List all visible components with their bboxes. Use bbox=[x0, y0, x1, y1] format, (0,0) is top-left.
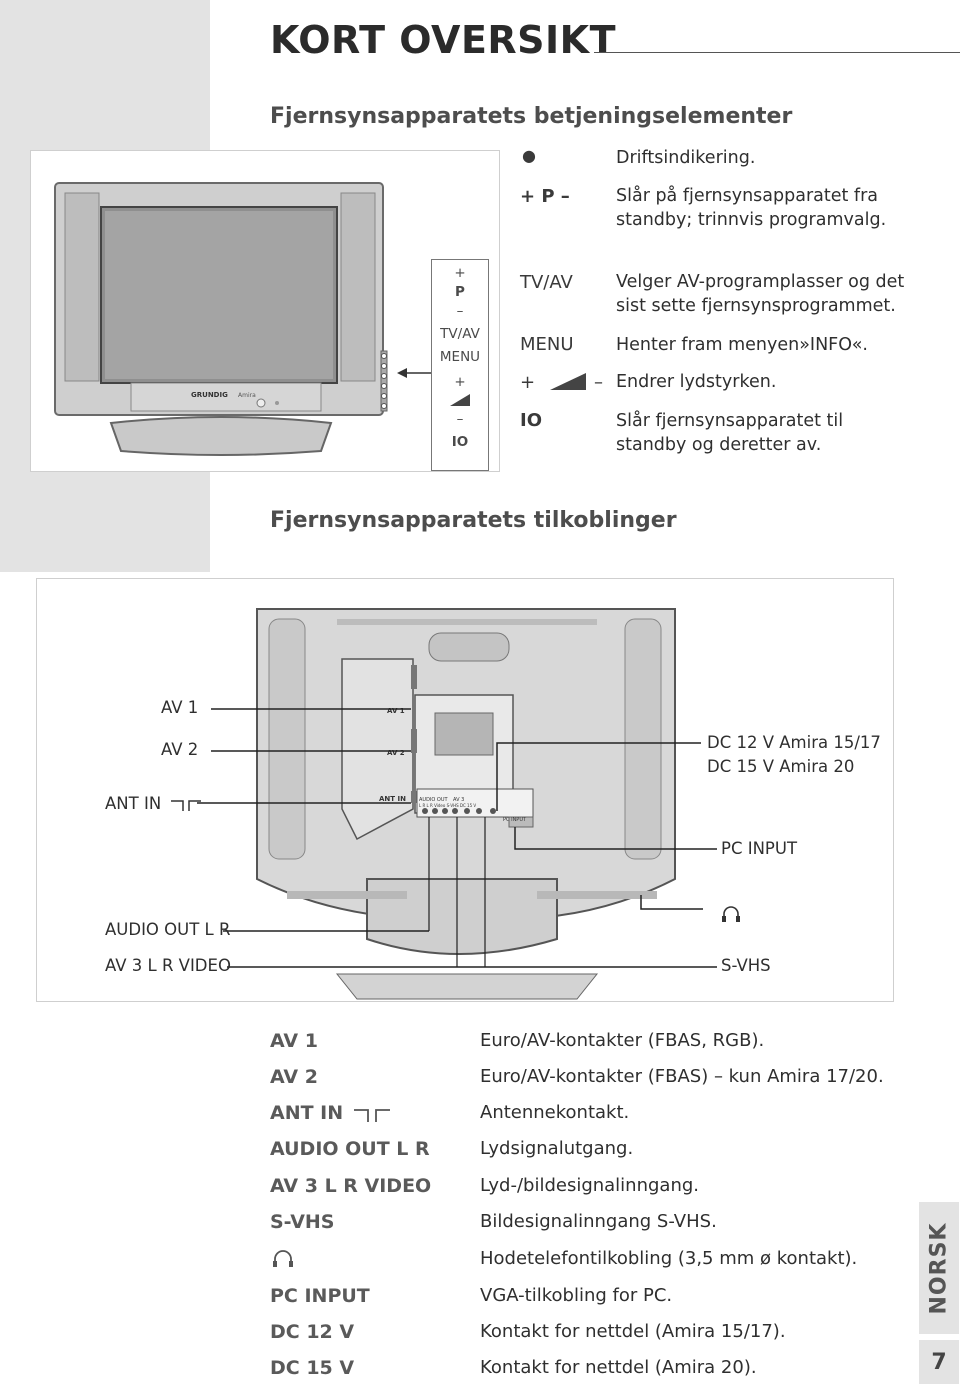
conn-val-av1: Euro/AV-kontakter (FBAS, RGB). bbox=[480, 1030, 765, 1051]
control-symbol-p: + P – bbox=[520, 186, 570, 207]
conn-val-av2: Euro/AV-kontakter (FBAS) – kun Amira 17/… bbox=[480, 1066, 884, 1087]
label-ant-in: ANT IN bbox=[105, 794, 162, 813]
panel-p: P bbox=[455, 284, 465, 300]
small-label-av3: AV 3 bbox=[453, 797, 464, 803]
control-symbol-volume-minus: – bbox=[594, 372, 603, 393]
panel-plus: + bbox=[454, 265, 466, 281]
small-label-pc-input: PC INPUT bbox=[503, 817, 527, 823]
panel-volume-icon bbox=[432, 392, 488, 410]
panel-io: IO bbox=[451, 434, 469, 450]
conn-val-dc12: Kontakt for nettdel (Amira 15/17). bbox=[480, 1321, 786, 1342]
small-label-audio-out: AUDIO OUT bbox=[419, 797, 449, 803]
tv-back-drawing: AV 1 AV 2 ANT IN AUDIO OUT AV 3 L R L R … bbox=[197, 608, 717, 1000]
language-tab-label: NORSK bbox=[926, 1222, 952, 1314]
small-label-ant-in: ANT IN bbox=[379, 795, 406, 803]
headphone-icon-list bbox=[272, 1249, 294, 1273]
conn-key-av2: AV 2 bbox=[270, 1066, 318, 1088]
volume-icon bbox=[548, 370, 588, 396]
conn-key-pc-input: PC INPUT bbox=[270, 1285, 370, 1307]
tv-model-text: Amira bbox=[238, 392, 256, 399]
control-symbol-volume-plus: + bbox=[520, 372, 536, 393]
label-av3: AV 3 L R VIDEO bbox=[105, 956, 231, 975]
page-number: 7 bbox=[919, 1340, 959, 1384]
label-pc-input: PC INPUT bbox=[721, 839, 798, 858]
label-svhs: S-VHS bbox=[721, 956, 771, 975]
side-button-panel: + P – TV/AV MENU + – IO bbox=[431, 259, 489, 471]
conn-key-ant-in: ANT IN bbox=[270, 1102, 344, 1124]
language-tab: NORSK bbox=[919, 1202, 959, 1334]
connections-diagram: AV 1 AV 2 ANT IN AUDIO OUT AV 3 L R L R … bbox=[36, 578, 894, 1002]
label-av1: AV 1 bbox=[161, 698, 199, 717]
tv-front-illustration: GRUNDIG Amira + P – TV/AV MENU + – IO bbox=[30, 150, 500, 472]
conn-val-svhs: Bildesignalinngang S-VHS. bbox=[480, 1211, 717, 1232]
control-desc-volume: Endrer lydstyrken. bbox=[616, 372, 777, 392]
label-audio-out: AUDIO OUT L R bbox=[105, 920, 231, 939]
control-desc-menu: Henter fram menyen»INFO«. bbox=[616, 335, 868, 355]
tv-front-drawing: GRUNDIG Amira bbox=[54, 182, 431, 456]
small-label-av2: AV 2 bbox=[387, 749, 405, 757]
conn-val-dc15: Kontakt for nettdel (Amira 20). bbox=[480, 1357, 757, 1378]
conn-val-audio-out: Lydsignalutgang. bbox=[480, 1138, 634, 1159]
control-desc-tvav: Velger AV-programplasser og det sist set… bbox=[616, 272, 905, 316]
conn-key-av3: AV 3 L R VIDEO bbox=[270, 1175, 432, 1197]
conn-key-dc15: DC 15 V bbox=[270, 1357, 355, 1379]
headphone-icon-diagram bbox=[721, 905, 741, 927]
panel-tvav: TV/AV bbox=[440, 326, 480, 342]
label-dc12: DC 12 V Amira 15/17 bbox=[707, 733, 881, 752]
control-symbol-menu: MENU bbox=[520, 334, 574, 355]
conn-key-av1: AV 1 bbox=[270, 1030, 318, 1052]
panel-minus: – bbox=[456, 303, 464, 319]
title-rule bbox=[594, 52, 960, 53]
control-symbol-tvav: TV/AV bbox=[520, 272, 573, 293]
conn-val-ant-in: Antennekontakt. bbox=[480, 1102, 630, 1123]
control-desc-p: Slår på fjernsynsapparatet fra standby; … bbox=[616, 186, 887, 230]
page-title: KORT OVERSIKT bbox=[270, 18, 617, 62]
control-desc-io: Slår fjernsynsapparatet til standby og d… bbox=[616, 411, 844, 455]
conn-val-pc-input: VGA-tilkobling for PC. bbox=[480, 1285, 673, 1306]
conn-val-headphone: Hodetelefontilkobling (3,5 mm ø kontakt)… bbox=[480, 1248, 858, 1269]
antenna-icon bbox=[169, 795, 203, 817]
label-av2: AV 2 bbox=[161, 740, 199, 759]
control-symbol-io: IO bbox=[520, 410, 542, 431]
panel-minus2: – bbox=[456, 411, 464, 427]
conn-key-audio-out: AUDIO OUT L R bbox=[270, 1138, 430, 1160]
section-heading-controls: Fjernsynsapparatets betjeningselementer bbox=[270, 104, 793, 129]
label-dc15: DC 15 V Amira 20 bbox=[707, 757, 855, 776]
conn-key-dc12: DC 12 V bbox=[270, 1321, 355, 1343]
panel-menu: MENU bbox=[439, 349, 481, 365]
conn-key-svhs: S-VHS bbox=[270, 1211, 335, 1233]
tv-brand-text: GRUNDIG bbox=[191, 391, 228, 399]
conn-val-av3: Lyd-/bildesignalinngang. bbox=[480, 1175, 700, 1196]
control-desc-indicator: Driftsindikering. bbox=[616, 148, 756, 168]
small-label-av1: AV 1 bbox=[387, 707, 405, 715]
antenna-icon-list bbox=[352, 1104, 392, 1128]
control-symbol-indicator: ● bbox=[522, 146, 536, 165]
small-label-jacks: L R L R Video S-VHS DC 15 V bbox=[419, 803, 476, 808]
section-heading-connections: Fjernsynsapparatets tilkoblinger bbox=[270, 508, 677, 533]
panel-plus2: + bbox=[454, 374, 466, 390]
